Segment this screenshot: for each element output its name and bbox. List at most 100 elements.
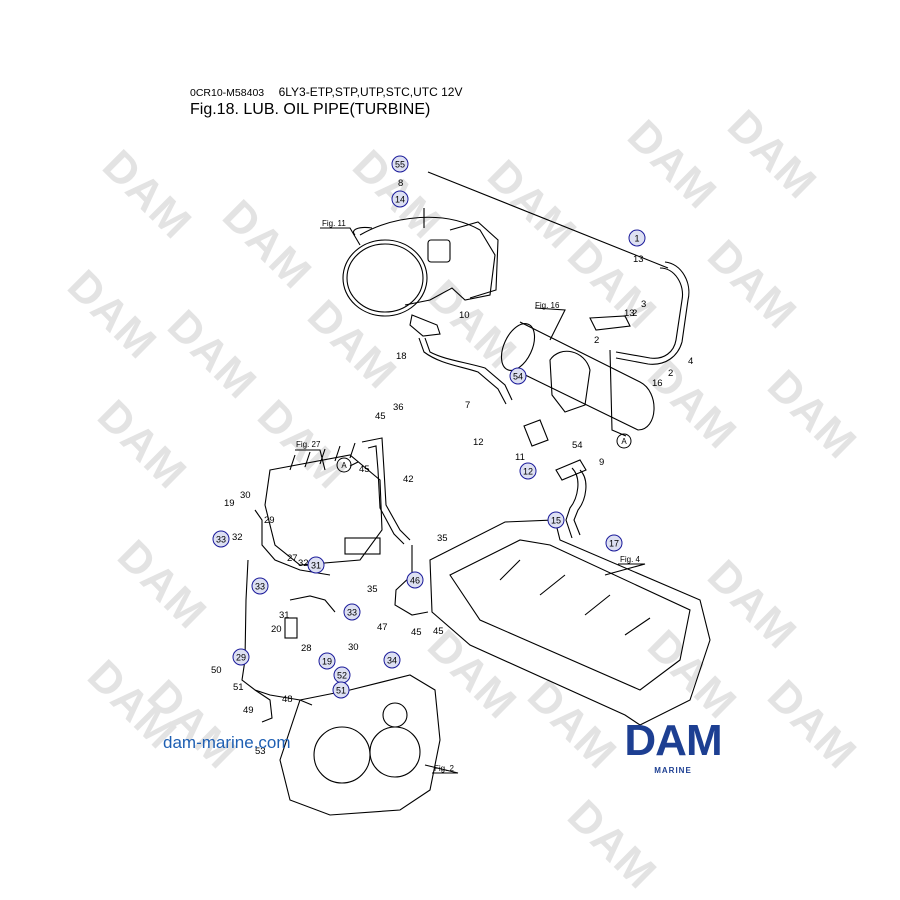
callout-circle (343, 603, 361, 621)
callout-number: 15 (551, 516, 561, 526)
part-label-16: 16 (652, 378, 663, 389)
callout-circle (628, 229, 646, 247)
part-label-30: 30 (240, 490, 251, 501)
part-label-13: 13 (624, 308, 635, 319)
part-label-2: 2 (668, 368, 673, 379)
callout-number: 31 (311, 561, 321, 571)
website-link[interactable]: dam-marine.com (163, 733, 291, 752)
fitting-20 (284, 617, 298, 639)
callout-number: 12 (523, 467, 533, 477)
logo-subtext: MARINE (654, 766, 692, 775)
callout-number: 52 (337, 671, 347, 681)
part-label-4: 4 (688, 356, 693, 367)
pipe-7 (424, 337, 513, 401)
callout-number: 19 (322, 657, 332, 667)
part-label-10: 10 (459, 310, 470, 321)
oil-pan (429, 519, 711, 726)
bracket-2 (589, 315, 631, 331)
part-label-45: 45 (375, 411, 386, 422)
part-label-35: 35 (367, 584, 378, 595)
pipe-4-outer (615, 261, 690, 365)
callout-circle (212, 530, 230, 548)
pipe-42 (361, 437, 411, 541)
part-label-42: 42 (403, 474, 414, 485)
callout-number: 51 (336, 686, 346, 696)
document-code: 0CR10-M58403 (190, 87, 265, 99)
callout-circle (232, 648, 250, 666)
callout-circle (391, 190, 409, 208)
callout-circle (251, 577, 269, 595)
part-label-13: 13 (633, 254, 644, 265)
exhaust-pipe (514, 321, 655, 431)
part-label-30: 30 (348, 642, 359, 653)
gear-case-bore-left (313, 726, 371, 784)
part-label-54: 54 (572, 440, 583, 451)
pipe-32-lower (289, 595, 336, 613)
header: 0CR10-M58403 6LY3-ETP,STP,UTP,STC,UTC 12… (190, 83, 462, 101)
circled-callout-55: 55 (391, 155, 409, 173)
callout-number: 17 (609, 539, 619, 549)
part-label-32: 32 (298, 558, 309, 569)
fuel-pump-shaft (344, 537, 381, 555)
figure-reference: Fig. 4 (620, 555, 641, 564)
part-label-9: 9 (599, 457, 604, 468)
circled-callout-51: 51 (332, 681, 350, 699)
part-label-3: 3 (641, 299, 646, 310)
callout-number: 33 (255, 582, 265, 592)
turbo-intake-lip (353, 226, 373, 236)
svg-text:A: A (341, 461, 347, 470)
circled-callout-14: 14 (391, 190, 409, 208)
callout-circle (509, 367, 527, 385)
exhaust-pipe-end (500, 323, 536, 371)
part-label-36: 36 (393, 402, 404, 413)
part-label-31: 31 (279, 610, 290, 621)
turbo-exhaust-housing (449, 221, 499, 299)
gear-case (279, 674, 441, 816)
brand-logo: DAM MARINE (608, 719, 738, 782)
oil-pan-inner (449, 539, 691, 691)
part-label-32: 32 (232, 532, 243, 543)
gear-case-bore-right (369, 726, 421, 778)
circled-callout-54: 54 (509, 367, 527, 385)
part-label-8: 8 (398, 178, 403, 189)
fig4-leader (604, 563, 646, 576)
callout-number: 55 (395, 160, 405, 170)
circled-callout-52: 52 (333, 666, 351, 684)
callout-number: 54 (513, 372, 523, 382)
part-label-7: 7 (465, 400, 470, 411)
part-label-35: 35 (437, 533, 448, 544)
figure-reference: Fig. 2 (434, 764, 455, 773)
callout-circle (332, 681, 350, 699)
fig16-leader-hidden (300, 388, 345, 390)
fitting-11 (523, 419, 549, 447)
pipe-49 (241, 559, 313, 706)
callout-number: 34 (387, 656, 397, 666)
part-label-45: 45 (411, 627, 422, 638)
callout-circle (605, 534, 623, 552)
pipe-45-lower (394, 545, 429, 616)
circled-callout-19: 19 (318, 652, 336, 670)
figure-title: Fig.18. LUB. OIL PIPE(TURBINE) (190, 101, 431, 118)
part-label-50: 50 (211, 665, 222, 676)
callout-number: 1 (634, 234, 639, 244)
pipe-29-32 (254, 509, 331, 576)
circled-callout-34: 34 (383, 651, 401, 669)
callout-circle (391, 155, 409, 173)
turbo-flange (427, 239, 451, 263)
fig16-leader (534, 307, 566, 341)
fig11-leader (320, 227, 361, 246)
engine-model: 6LY3-ETP,STP,UTP,STC,UTC 12V (278, 85, 463, 99)
callout-number: 46 (410, 576, 420, 586)
callout-circle (547, 511, 565, 529)
callout-number: 14 (395, 195, 405, 205)
callout-circle (383, 651, 401, 669)
callout-circle (519, 462, 537, 480)
oil-pan-ribs (499, 559, 651, 636)
view-marker: A (616, 433, 632, 449)
pipe-9-top (555, 459, 587, 481)
drawing-linework (241, 171, 711, 816)
